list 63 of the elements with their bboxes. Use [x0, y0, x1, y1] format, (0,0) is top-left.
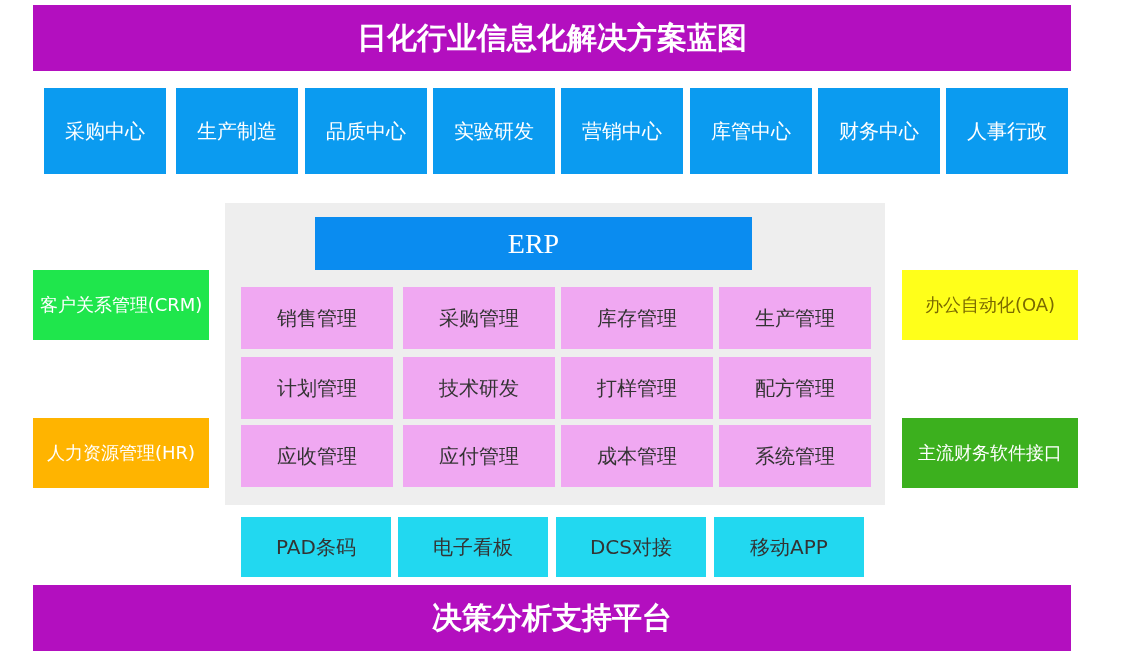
function-box — [403, 357, 555, 419]
function-box — [719, 287, 871, 349]
tool-label: PAD条码 — [275, 533, 357, 561]
tool-box — [398, 517, 548, 577]
band-heading — [33, 5, 1071, 71]
function-label: 采购管理 — [438, 304, 520, 332]
tool-label: 移动APP — [749, 533, 829, 561]
function-box — [561, 287, 713, 349]
function-box — [403, 287, 555, 349]
heading-text: 日化行业信息化解决方案蓝图 — [356, 18, 748, 57]
system-box — [33, 270, 209, 340]
function-box — [719, 357, 871, 419]
module-box — [690, 88, 812, 174]
module-box — [176, 88, 298, 174]
system-label: 主流财务软件接口 — [917, 441, 1063, 465]
system-label: 办公自动化(OA) — [923, 293, 1057, 317]
heading-text: 决策分析支持平台 — [431, 598, 673, 637]
function-box — [241, 287, 393, 349]
module-box — [305, 88, 427, 174]
module-box — [561, 88, 683, 174]
module-label: 营销中心 — [581, 117, 663, 145]
module-label: 品质中心 — [325, 117, 407, 145]
module-label: 采购中心 — [64, 117, 146, 145]
module-box — [44, 88, 166, 174]
system-label: 人力资源管理(HR) — [45, 441, 197, 465]
function-box — [561, 425, 713, 487]
function-box — [241, 357, 393, 419]
function-box — [403, 425, 555, 487]
system-box — [902, 270, 1078, 340]
tool-box — [241, 517, 391, 577]
function-label: 成本管理 — [596, 442, 678, 470]
module-label: 实验研发 — [453, 117, 535, 145]
erp-label: ERP — [506, 227, 561, 260]
function-label: 打样管理 — [596, 374, 678, 402]
function-label: 销售管理 — [276, 304, 358, 332]
function-label: 配方管理 — [754, 374, 836, 402]
module-label: 库管中心 — [710, 117, 792, 145]
panel-background — [225, 203, 885, 505]
function-label: 生产管理 — [754, 304, 836, 332]
module-label: 财务中心 — [838, 117, 920, 145]
module-box — [946, 88, 1068, 174]
tool-label: DCS对接 — [588, 533, 674, 561]
tool-box — [556, 517, 706, 577]
system-box — [902, 418, 1078, 488]
module-label: 人事行政 — [966, 117, 1048, 145]
system-box — [33, 418, 209, 488]
function-label: 应收管理 — [276, 442, 358, 470]
function-box — [719, 425, 871, 487]
tool-box — [714, 517, 864, 577]
function-box — [561, 357, 713, 419]
function-label: 应付管理 — [438, 442, 520, 470]
function-label: 技术研发 — [438, 374, 520, 402]
system-label: 客户关系管理(CRM) — [38, 293, 204, 317]
function-label: 计划管理 — [276, 374, 358, 402]
band-heading — [33, 585, 1071, 651]
erp-bar — [315, 217, 752, 270]
module-label: 生产制造 — [196, 117, 278, 145]
function-box — [241, 425, 393, 487]
function-label: 系统管理 — [754, 442, 836, 470]
function-label: 库存管理 — [596, 304, 678, 332]
tool-label: 电子看板 — [432, 533, 514, 561]
module-box — [818, 88, 940, 174]
module-box — [433, 88, 555, 174]
